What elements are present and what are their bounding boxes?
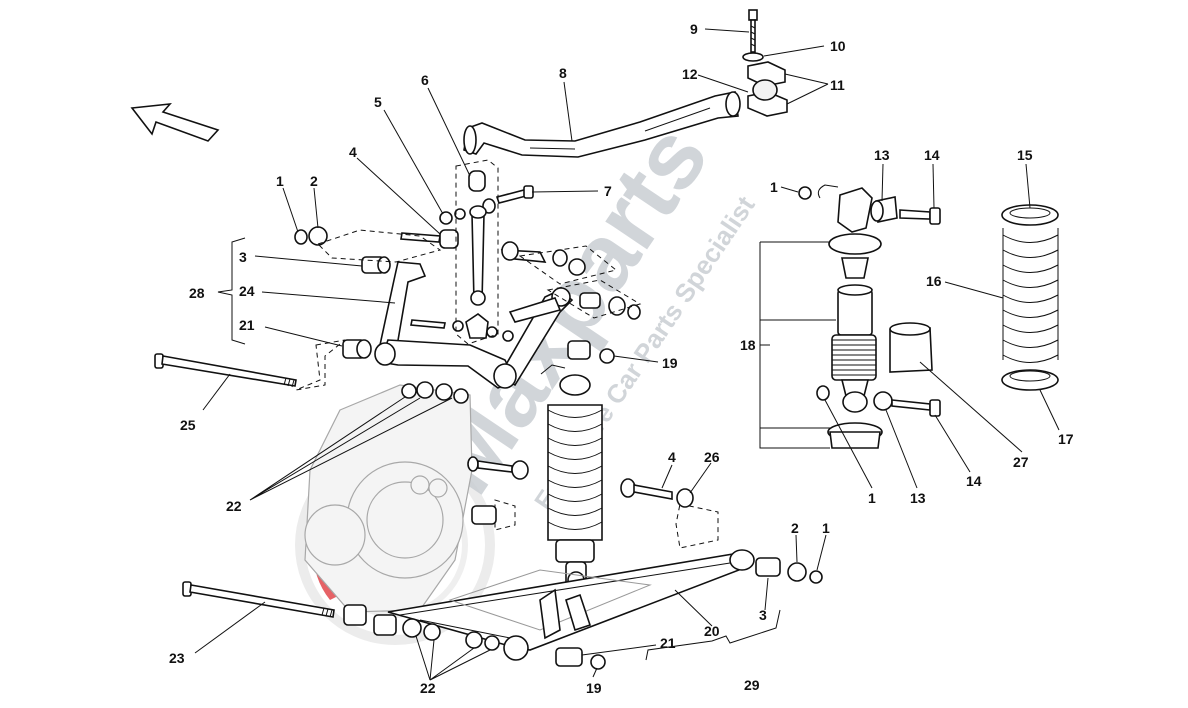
direction-arrow-icon <box>130 102 220 142</box>
callout-9: 9 <box>690 21 698 37</box>
coil-spring <box>1001 204 1059 391</box>
callout-5: 5 <box>374 94 382 110</box>
callout-2: 2 <box>310 173 318 189</box>
callout-26: 26 <box>704 449 720 465</box>
callout-20: 20 <box>704 623 720 639</box>
callout-3: 3 <box>759 607 767 623</box>
callout-24: 24 <box>239 283 255 299</box>
callout-13: 13 <box>910 490 926 506</box>
callout-19: 19 <box>662 355 678 371</box>
callout-25: 25 <box>180 417 196 433</box>
callout-19: 19 <box>586 680 602 696</box>
callout-12: 12 <box>682 66 698 82</box>
callout-21: 21 <box>239 317 255 333</box>
callout-15: 15 <box>1017 147 1033 163</box>
upper-control-arm <box>294 226 641 389</box>
callout-7: 7 <box>604 183 612 199</box>
bump-stop <box>889 322 933 373</box>
callout-14: 14 <box>966 473 982 489</box>
dashed-guides <box>295 159 719 549</box>
callout-8: 8 <box>559 65 567 81</box>
lower-wishbone <box>343 549 823 670</box>
callout-22: 22 <box>226 498 242 514</box>
callout-17: 17 <box>1058 431 1074 447</box>
callout-1: 1 <box>868 490 876 506</box>
callout-16: 16 <box>926 273 942 289</box>
callout-3: 3 <box>239 249 247 265</box>
callout-11: 11 <box>830 77 845 93</box>
callout-23: 23 <box>169 650 185 666</box>
callout-14: 14 <box>924 147 940 163</box>
group-brackets <box>217 237 836 661</box>
leader-lines <box>194 28 1060 681</box>
callout-21: 21 <box>660 635 676 651</box>
callout-13: 13 <box>874 147 890 163</box>
callout-18: 18 <box>740 337 756 353</box>
callout-4: 4 <box>349 144 357 160</box>
callout-27: 27 <box>1013 454 1029 470</box>
anti-roll-bar <box>463 91 741 158</box>
drop-link <box>400 170 534 342</box>
callout-1: 1 <box>770 179 778 195</box>
callout-1: 1 <box>276 173 284 189</box>
shock-absorber-assembly <box>798 184 941 449</box>
long-bolts <box>154 353 335 618</box>
callout-29: 29 <box>744 677 760 693</box>
callout-10: 10 <box>830 38 846 54</box>
callout-2: 2 <box>791 520 799 536</box>
lower-bolts <box>467 456 694 525</box>
callout-28: 28 <box>189 285 205 301</box>
callout-labels: 1 2 3 28 24 21 4 5 6 7 8 9 10 11 12 1 13… <box>169 21 1074 696</box>
clamp-assembly <box>742 9 788 117</box>
callout-22: 22 <box>420 680 436 696</box>
callout-4: 4 <box>668 449 676 465</box>
callout-6: 6 <box>421 72 429 88</box>
callout-1: 1 <box>822 520 830 536</box>
